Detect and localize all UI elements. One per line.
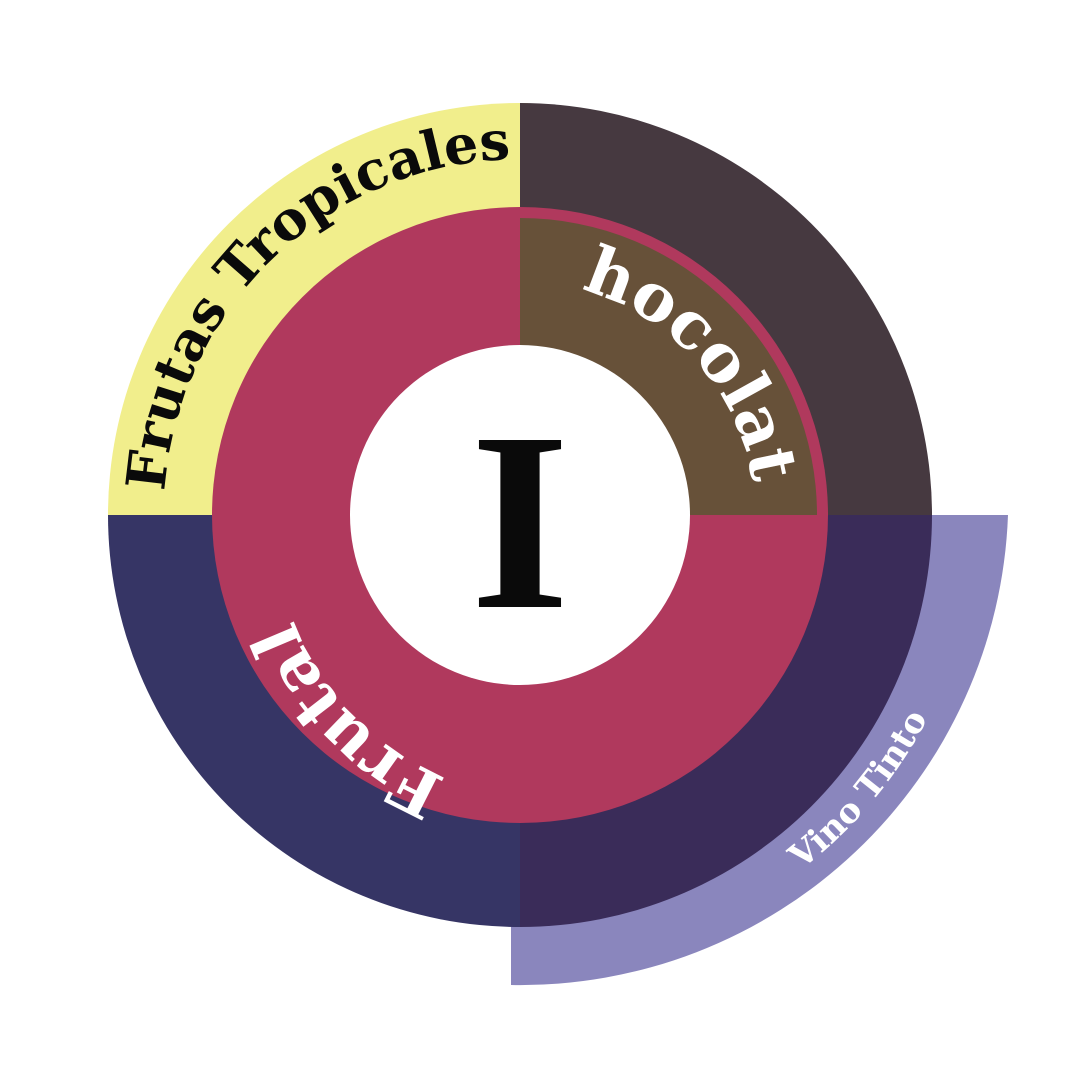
center-circle (350, 345, 690, 685)
center-letter: I (470, 381, 569, 663)
